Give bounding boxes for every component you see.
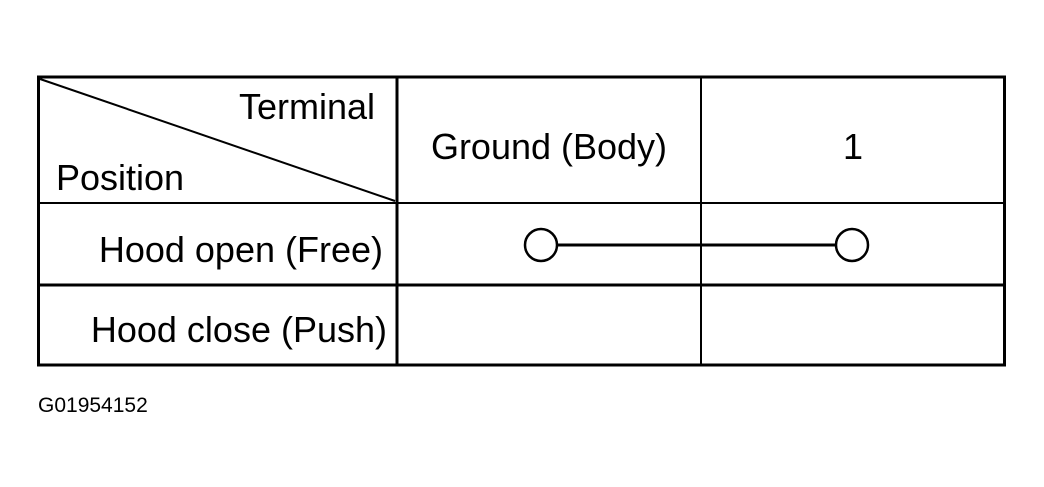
table-border [37,75,1006,367]
column-header-terminal-1: 1 [842,126,864,167]
terminal-ground-circle [523,227,559,263]
corner-position-label: Position [56,157,185,198]
corner-diagonal [39,78,396,202]
column-header-ground: Ground (Body) [430,126,668,167]
figure-id: G01954152 [38,394,148,417]
terminal-1-circle [834,227,870,263]
row-label-hood-open: Hood open (Free) [98,229,383,270]
corner-terminal-label: Terminal [238,86,375,127]
continuity-connection [523,227,870,263]
row-label-hood-close: Hood close (Push) [90,309,387,350]
